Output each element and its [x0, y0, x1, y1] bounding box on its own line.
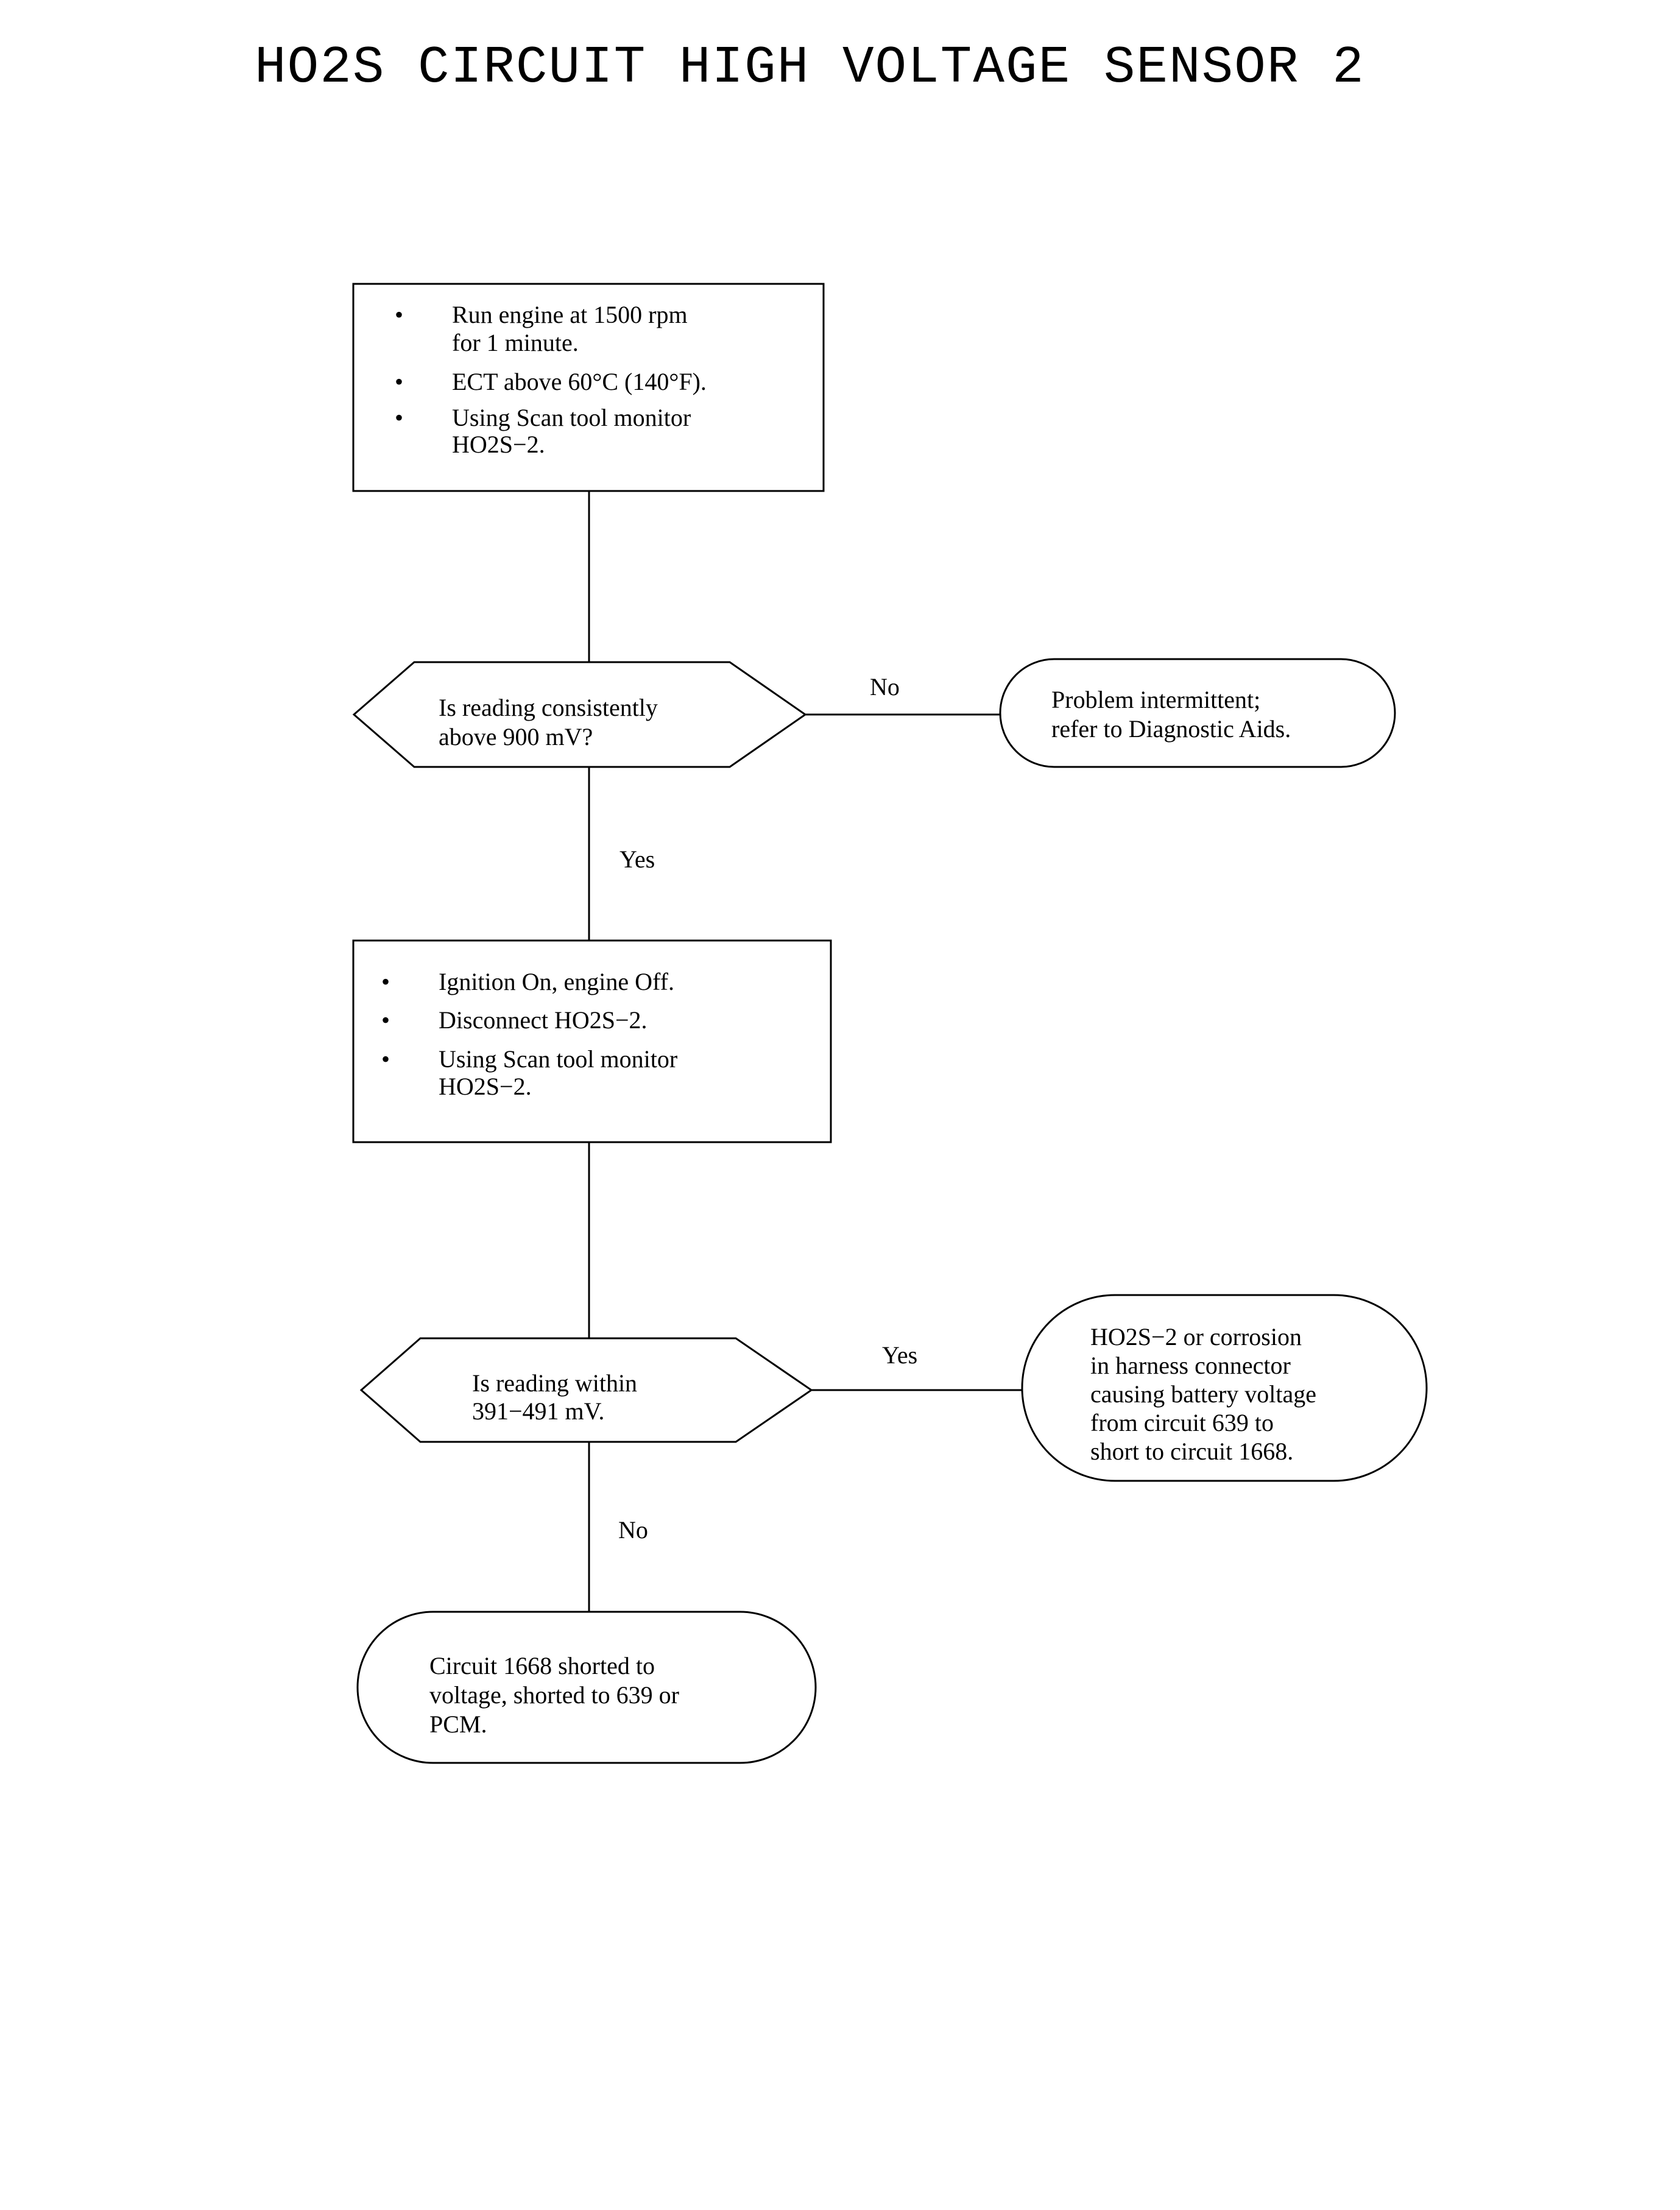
step1-item-3-line-2: HO2S−2.: [452, 431, 545, 458]
step2-item-2-line-1: Disconnect HO2S−2.: [439, 1006, 648, 1034]
step1-item-3-line-1: Using Scan tool monitor: [452, 404, 691, 431]
step2-item-1-line-1: Ignition On, engine Off.: [439, 968, 674, 995]
step1-content: • Run engine at 1500 rpm for 1 minute. •…: [395, 301, 707, 458]
step1-item-1-line-2: for 1 minute.: [452, 329, 579, 356]
decision1-yes-label: Yes: [619, 846, 655, 873]
decision2-line-2: 391−491 mV.: [472, 1397, 604, 1425]
result1-line-2: refer to Diagnostic Aids.: [1051, 715, 1291, 743]
result2-line-3: causing battery voltage: [1090, 1380, 1316, 1408]
result3-terminal: [356, 1611, 817, 1764]
result1-content: Problem intermittent; refer to Diagnosti…: [1051, 686, 1291, 743]
decision2-line-1: Is reading within: [472, 1369, 637, 1397]
step2-bullet-icon: •: [381, 968, 390, 995]
result3-line-1: Circuit 1668 shorted to: [429, 1652, 655, 1679]
step1-item-1-line-1: Run engine at 1500 rpm: [452, 301, 688, 328]
step2-bullet-icon: •: [381, 1045, 390, 1073]
result2-line-5: short to circuit 1668.: [1090, 1438, 1293, 1465]
result2-line-2: in harness connector: [1090, 1352, 1291, 1379]
decision1-line-2: above 900 mV?: [439, 723, 593, 750]
step1-box: [352, 283, 825, 492]
result3-content: Circuit 1668 shorted to voltage, shorted…: [429, 1652, 679, 1738]
result2-content: HO2S−2 or corrosion in harness connector…: [1090, 1323, 1316, 1465]
step1-item-2-line-1: ECT above 60°C (140°F).: [452, 368, 707, 395]
step1-bullet-icon: •: [395, 301, 403, 328]
result2-terminal: [1021, 1294, 1428, 1482]
step2-box: [352, 939, 832, 1143]
decision2-diamond: [359, 1337, 813, 1443]
result2-line-1: HO2S−2 or corrosion: [1090, 1323, 1302, 1350]
page-title: HO2S CIRCUIT HIGH VOLTAGE SENSOR 2: [255, 38, 1365, 97]
result1-line-1: Problem intermittent;: [1051, 686, 1260, 713]
decision2-content: Is reading within 391−491 mV. Yes No: [472, 1341, 917, 1544]
step2-item-3-line-2: HO2S−2.: [439, 1073, 532, 1100]
decision1-no-label: No: [870, 673, 900, 701]
decision2-yes-label: Yes: [882, 1341, 917, 1369]
step2-item-3-line-1: Using Scan tool monitor: [439, 1045, 677, 1073]
decision1-line-1: Is reading consistently: [439, 694, 658, 721]
result2-line-4: from circuit 639 to: [1090, 1409, 1274, 1436]
decision2-no-label: No: [618, 1516, 648, 1544]
result3-line-2: voltage, shorted to 639 or: [429, 1681, 679, 1709]
step2-bullet-icon: •: [381, 1006, 390, 1034]
decision1-diamond: [352, 661, 807, 768]
step1-bullet-icon: •: [395, 404, 403, 431]
result3-line-3: PCM.: [429, 1710, 487, 1738]
result1-terminal: [999, 658, 1396, 768]
step2-content: • Ignition On, engine Off. • Disconnect …: [381, 968, 677, 1100]
step1-bullet-icon: •: [395, 368, 403, 395]
decision1-content: Is reading consistently above 900 mV? No…: [439, 673, 900, 873]
